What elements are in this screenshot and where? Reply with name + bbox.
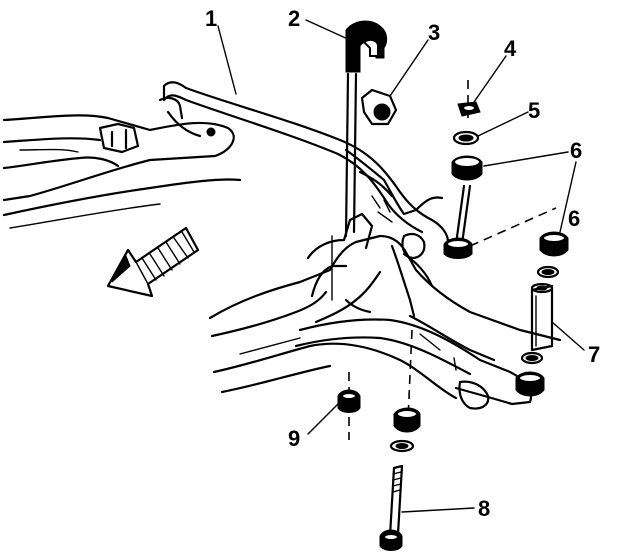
- callout-7: 7: [588, 342, 600, 367]
- callout-8: 8: [478, 496, 490, 521]
- callout-labels: 1 2 3 4 5 6 6 7 8 9: [205, 6, 600, 521]
- callout-1: 1: [205, 6, 217, 31]
- link-bolt-centerline: [344, 72, 358, 238]
- stabilizer-bracket: [345, 20, 388, 73]
- link-spacer-kit: [515, 231, 569, 397]
- control-arm-assembly: [208, 148, 562, 410]
- callout-4: 4: [504, 36, 517, 61]
- front-direction-arrow: [106, 226, 200, 298]
- leader-lines: [217, 19, 585, 513]
- callout-9: 9: [288, 426, 300, 451]
- link-hardware-stack: [443, 80, 483, 259]
- callout-3: 3: [428, 20, 440, 45]
- left-frame-rail: [2, 96, 242, 229]
- stabilizer-insulator: [360, 88, 398, 126]
- callout-6-upper: 6: [570, 138, 582, 163]
- callout-6-lower: 6: [568, 206, 580, 231]
- callout-5: 5: [528, 98, 540, 123]
- bushing-nut: [337, 389, 361, 413]
- link-bolt-assembly: [379, 407, 421, 551]
- callout-2: 2: [288, 6, 300, 31]
- stabilizer-bar: [162, 81, 450, 244]
